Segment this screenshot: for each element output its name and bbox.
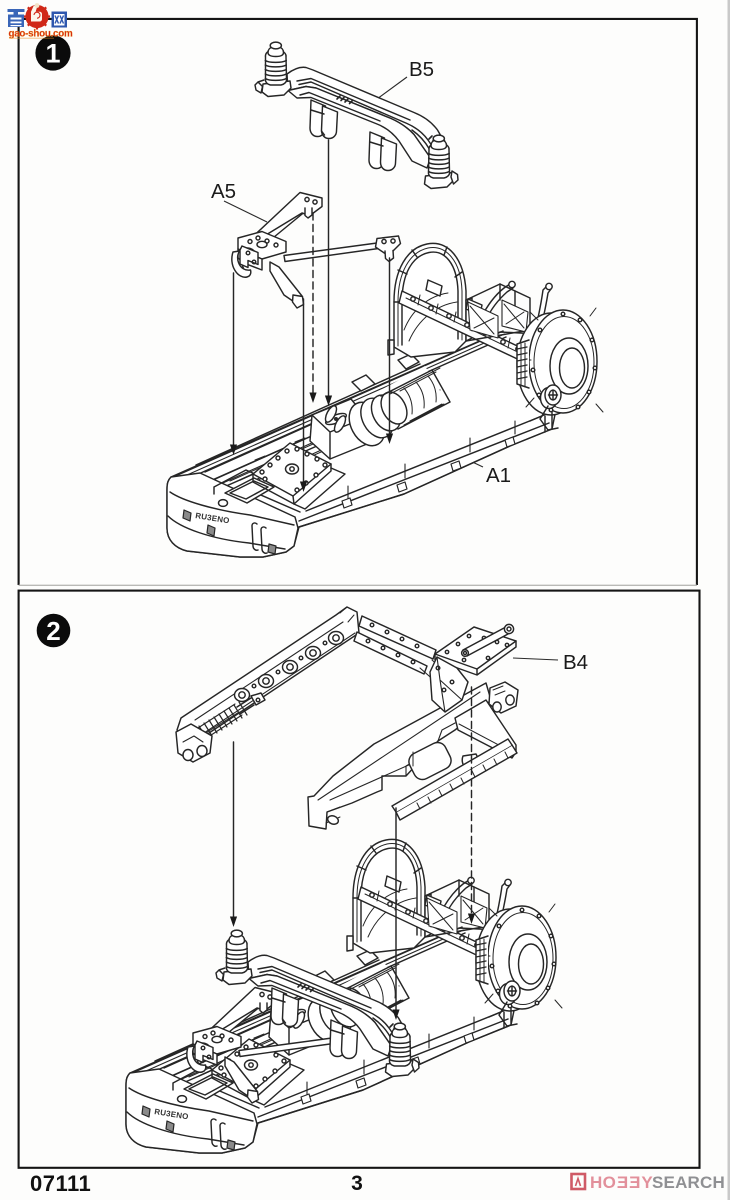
svg-text:SEARCH: SEARCH — [652, 1173, 725, 1192]
svg-text:A1: A1 — [486, 464, 511, 487]
svg-text:gao-shou.com: gao-shou.com — [9, 29, 73, 40]
svg-text:B5: B5 — [409, 58, 434, 81]
svg-text:HOƎƎY: HOƎƎY — [590, 1173, 653, 1192]
svg-text:2: 2 — [46, 616, 60, 646]
svg-text:B4: B4 — [563, 651, 588, 674]
svg-text:3: 3 — [351, 1172, 363, 1195]
svg-text:1: 1 — [45, 39, 60, 69]
svg-text:07111: 07111 — [30, 1171, 91, 1196]
svg-text:A5: A5 — [211, 180, 236, 203]
